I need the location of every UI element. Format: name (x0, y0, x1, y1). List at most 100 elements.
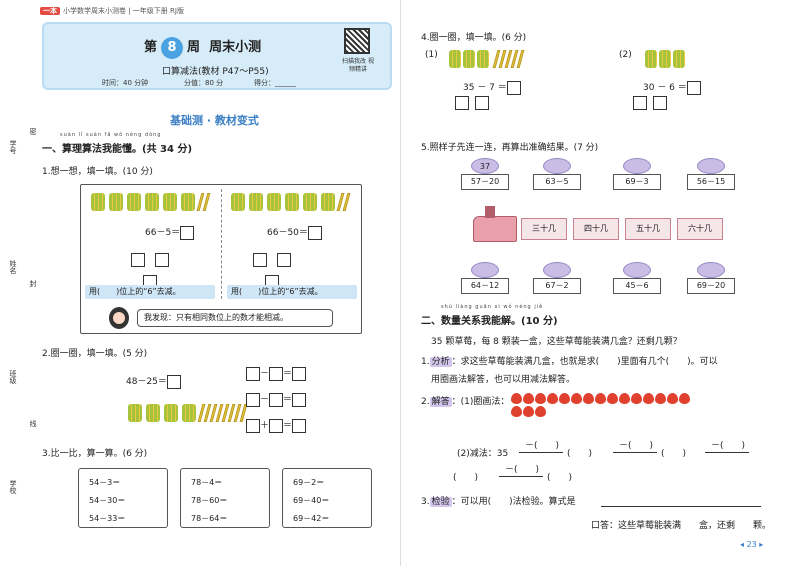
q3-expr: 78－4＝ (191, 478, 223, 487)
split-box[interactable] (475, 96, 489, 110)
part1-pinyin: suàn lǐ suàn fǎ wǒ néng dǒng (60, 132, 162, 138)
split-box[interactable] (277, 253, 291, 267)
q1-title: 1.想一想，填一填。(10 分) (42, 167, 153, 177)
score-info: 分值：80 分 (184, 79, 224, 87)
split-box[interactable] (155, 253, 169, 267)
train-car[interactable]: 四十几 (573, 218, 619, 240)
answer-box[interactable] (246, 366, 260, 381)
bundle-icon (182, 404, 196, 422)
answer-box[interactable] (307, 225, 322, 240)
step-analysis: 1.分析：求这些草莓能装满几盒，也就是求( )里面有几个( )。可以 (421, 357, 718, 367)
qr-code-icon[interactable] (344, 28, 370, 54)
bundle-icon (91, 193, 105, 211)
q1-frame: 66－5＝ 66－50＝ 用( )位上的“6”去减。 用( )位上的“6”去减。… (80, 184, 362, 334)
part2-problem: 35 颗草莓，每 8 颗装一盒，这些草莓能装满几盒？还剩几颗？ (431, 337, 682, 347)
right-page: 4.圈一圈，填一填。(6 分) (1) 35 － 7 ＝ (2) 30 － 6 … (400, 0, 800, 566)
answer-box[interactable] (269, 392, 284, 407)
book-header: 一本小学数学周末小测卷 | 一年级下册 RJ版 (40, 6, 184, 16)
q5-result-oval[interactable] (543, 158, 571, 174)
answer-box[interactable] (246, 418, 260, 433)
step-analysis-2: 用圈画法解答，也可以用减法解答。 (431, 375, 576, 385)
bundle-icon (285, 193, 299, 211)
q5-top-expr: 63－5 (533, 174, 581, 190)
bundle-icon (128, 404, 142, 422)
q4-a-label: (1) (425, 50, 438, 60)
minus-step[interactable]: －( ) (619, 441, 654, 451)
q3-expr: 54－30＝ (89, 496, 126, 505)
train-car[interactable]: 六十几 (677, 218, 723, 240)
side-student-id: 学号 (9, 140, 17, 154)
q2-row3: ＋＝ (246, 418, 307, 433)
q5-result-oval[interactable] (697, 158, 725, 174)
q3-title: 3.比一比，算一算。(6 分) (42, 449, 148, 459)
split-box[interactable] (653, 96, 667, 110)
q5-result-oval[interactable] (697, 262, 725, 278)
q5-title: 5.照样子先连一连，再算出准确结果。(7 分) (421, 143, 599, 153)
answer-box[interactable] (166, 374, 181, 389)
solve-tag: 解答 (429, 397, 452, 407)
bundle-icon (146, 404, 160, 422)
answer-box[interactable] (246, 392, 260, 407)
result-paren[interactable]: ( ) (567, 449, 593, 459)
got-score: 得分：______ (254, 79, 296, 87)
split-box[interactable] (633, 96, 647, 110)
strawberry-icon (679, 393, 690, 404)
q5-result-oval[interactable] (623, 158, 651, 174)
qr-caption: 扫描我改 视频精讲 (342, 58, 374, 73)
answer-box[interactable] (292, 392, 307, 407)
answer-box[interactable] (506, 80, 521, 95)
result-paren[interactable]: ( ) (547, 473, 573, 483)
q5-result-oval[interactable] (623, 262, 651, 278)
q5-top-expr: 56－15 (687, 174, 735, 190)
part2-pinyin: shù liàng guān xì wǒ néng jiě (441, 304, 544, 310)
strawberry-icon (595, 393, 606, 404)
answer-box[interactable] (269, 366, 284, 381)
minus-step[interactable]: －( ) (505, 465, 540, 475)
split-box[interactable] (455, 96, 469, 110)
answer-box[interactable] (292, 418, 307, 433)
train-car[interactable]: 五十几 (625, 218, 671, 240)
strawberry-icon (511, 406, 522, 417)
result-paren[interactable]: ( ) (661, 449, 687, 459)
q5-top-expr: 57－20 (461, 174, 509, 190)
q5-result-oval[interactable]: 37 (471, 158, 499, 174)
minus-step[interactable]: －( ) (711, 441, 746, 451)
strawberry-icon (631, 393, 642, 404)
strawberry-icon (619, 393, 630, 404)
part2-title: 二、数量关系我能解。(10 分) (421, 316, 558, 327)
q5-result-oval[interactable] (543, 262, 571, 278)
q1-right-hint: 用( )位上的“6”去减。 (227, 285, 357, 299)
answer-box[interactable] (180, 225, 195, 240)
strawberry-icon (667, 393, 678, 404)
train-chimney-icon (485, 206, 495, 218)
minus-step[interactable]: －( ) (525, 441, 560, 451)
q3-card-2: 78－4＝ 78－60＝ 78－64＝ (180, 468, 270, 528)
strawberry-icon (535, 406, 546, 417)
bundle-icon (127, 193, 141, 211)
q4-b-label: (2) (619, 50, 632, 60)
answer-box[interactable] (269, 418, 284, 433)
q5-bottom-expr: 64－12 (461, 278, 509, 294)
answer-box[interactable] (686, 80, 701, 95)
q5-bottom-expr: 69－20 (687, 278, 735, 294)
answer-box[interactable] (292, 366, 307, 381)
strawberry-icon (643, 393, 654, 404)
strawberry-icon (607, 393, 618, 404)
bundle-icon (163, 193, 177, 211)
q3-expr: 78－64＝ (191, 514, 228, 523)
equation-line[interactable] (601, 506, 761, 507)
result-paren[interactable]: ( ) (453, 473, 479, 483)
q3-expr: 54－33＝ (89, 514, 126, 523)
q5-result-oval[interactable] (471, 262, 499, 278)
train-car[interactable]: 三十几 (521, 218, 567, 240)
split-box[interactable] (131, 253, 145, 267)
split-box[interactable] (253, 253, 267, 267)
subtraction-label: (2)减法：35 (457, 449, 509, 459)
bundle-icon (109, 193, 123, 211)
bundle-icon (321, 193, 335, 211)
part1-title: 一、算理算法我能懂。(共 34 分) (42, 144, 193, 155)
arrow-icon (499, 476, 543, 477)
q4-b-expr: 30 － 6 ＝ (643, 80, 701, 95)
girl-face-icon (113, 312, 125, 324)
